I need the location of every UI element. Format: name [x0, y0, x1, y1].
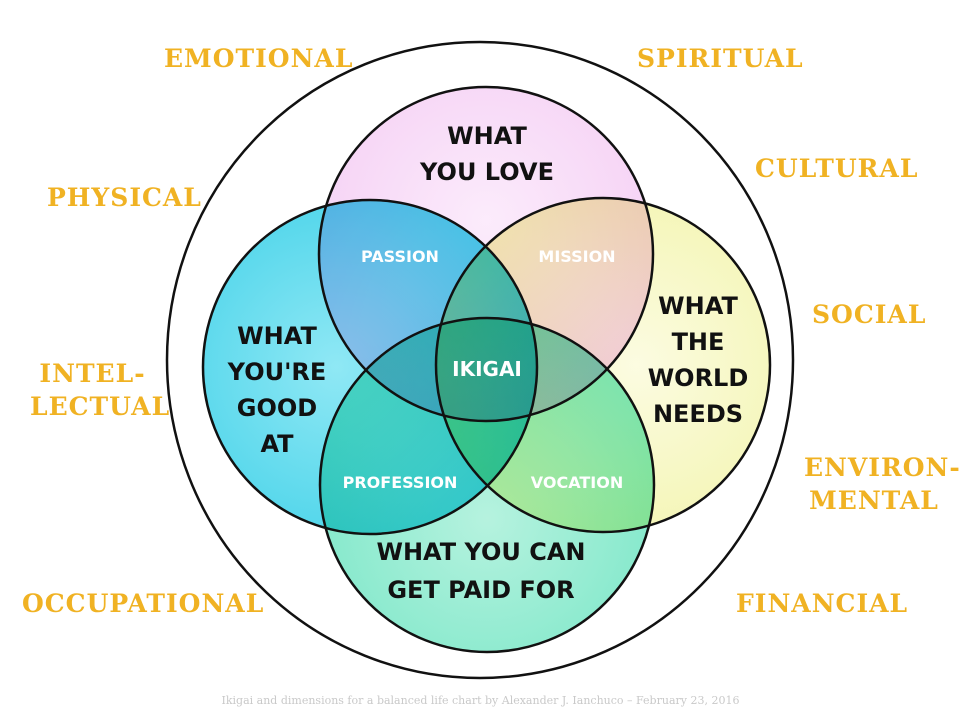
- love-label-line-1: WHAT: [447, 122, 527, 150]
- good-label-line-3: GOOD: [237, 394, 317, 422]
- dimension-financial: FINANCIAL: [736, 589, 909, 618]
- dimension-physical: PHYSICAL: [47, 183, 202, 212]
- circle-world-outline: [434, 196, 772, 534]
- dimension-spiritual: SPIRITUAL: [637, 44, 804, 73]
- dimension-social: SOCIAL: [812, 300, 927, 329]
- passion-label: PASSION: [361, 247, 439, 266]
- dimension-emotional: EMOTIONAL: [164, 44, 354, 73]
- dimension-intellectual-line-1: INTEL-: [39, 359, 146, 388]
- dimension-environmental: ENVIRON- MENTAL: [804, 452, 961, 516]
- world-label-line-1: WHAT: [658, 292, 738, 320]
- circle-paid-outline: [318, 316, 656, 654]
- dimension-environmental-line-1: ENVIRON-: [804, 453, 961, 482]
- profession-label: PROFESSION: [343, 473, 458, 492]
- world-label-line-3: WORLD: [648, 364, 749, 392]
- vocation-label: VOCATION: [531, 473, 623, 492]
- world-label-line-2: THE: [672, 328, 725, 356]
- good-label-line-2: YOU'RE: [227, 358, 327, 386]
- ikigai-label: IKIGAI: [452, 357, 522, 381]
- paid-label-line-1: WHAT YOU CAN: [376, 538, 585, 566]
- dimension-intellectual-line-2: LECTUAL: [30, 392, 171, 421]
- dimension-intellectual: INTEL- LECTUAL: [30, 358, 171, 422]
- dimension-occupational: OCCUPATIONAL: [22, 589, 265, 618]
- good-label-line-4: AT: [260, 430, 294, 458]
- mission-label: MISSION: [538, 247, 615, 266]
- dimension-environmental-line-2: MENTAL: [809, 486, 939, 515]
- paid-label-line-2: GET PAID FOR: [387, 576, 574, 604]
- world-label-line-4: NEEDS: [653, 400, 743, 428]
- chart-caption: Ikigai and dimensions for a balanced lif…: [221, 694, 740, 707]
- circle-good-outline: [201, 198, 539, 536]
- love-label-line-2: YOU LOVE: [419, 158, 554, 186]
- dimension-cultural: CULTURAL: [755, 154, 919, 183]
- circle-love-outline: [317, 85, 655, 423]
- good-label-line-1: WHAT: [237, 322, 317, 350]
